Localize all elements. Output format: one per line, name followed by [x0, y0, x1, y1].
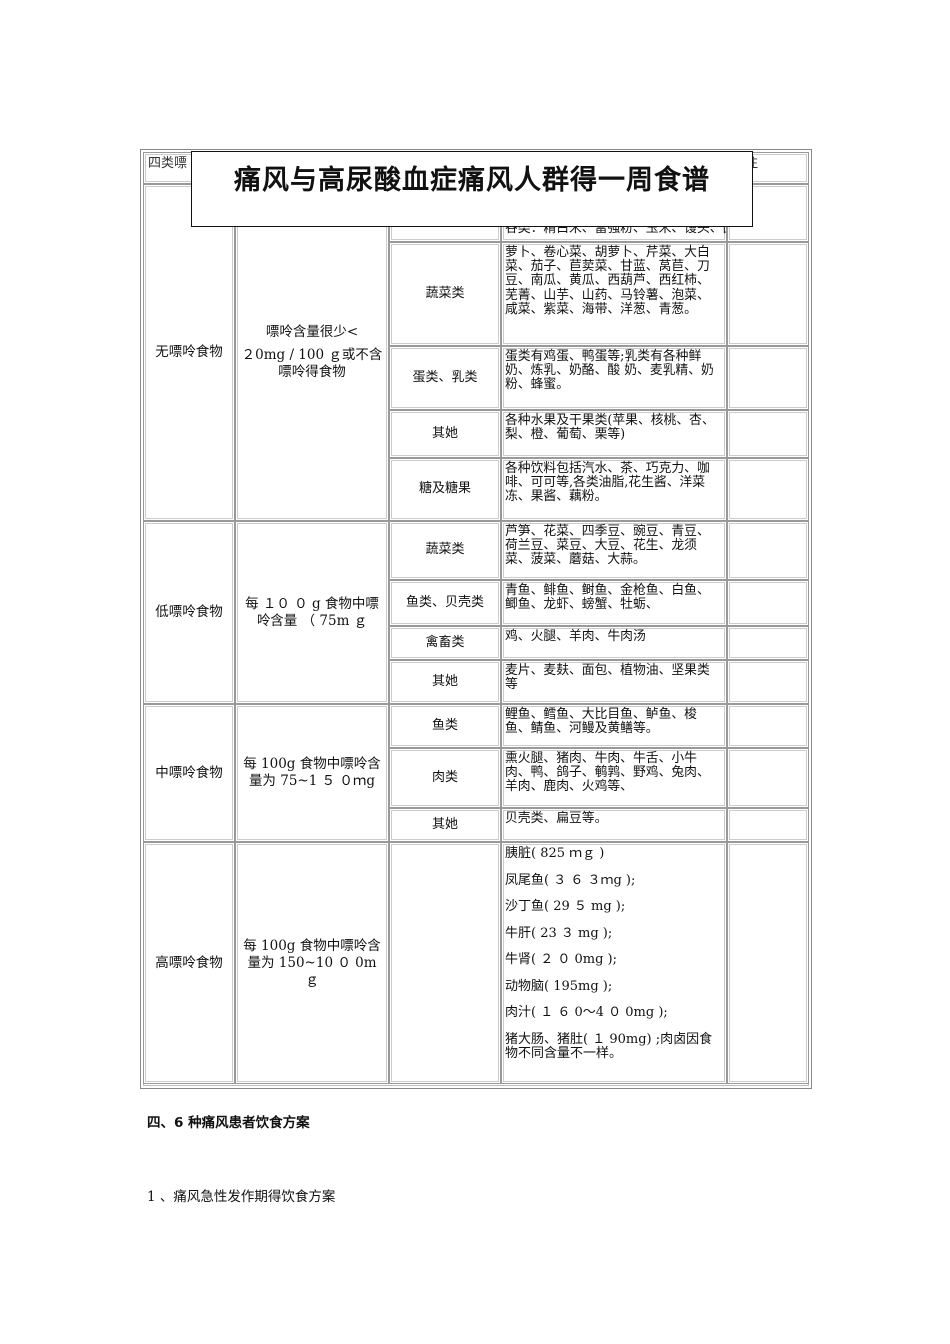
range-mid-text: 每 100g 食物中嘌呤含量为 75~1 ５ ０ｍg	[243, 756, 381, 789]
row-sugar-type-label: 糖及糖果	[418, 481, 471, 497]
row-poultry-foods: 鸡、火腿、羊肉、牛肉汤	[501, 626, 727, 660]
high-food-item: 猪大肠、猪肚( １ 90mg) ;肉卤因食物不同含量不一样。	[505, 1031, 713, 1061]
high-food-item: 牛肝( 23 ３ mg );	[505, 925, 613, 941]
high-food-item: 沙丁鱼( 29 ５ mg );	[505, 899, 626, 914]
row-low-veg-foods: 芦笋、花菜、四季豆、豌豆、青豆、荷兰豆、菜豆、大豆、花生、龙须菜、菠菜、蘑菇、大…	[501, 521, 727, 580]
row-low-other-foods: 麦片、麦麸、面包、植物油、坚果类等	[501, 660, 727, 704]
row-mid-other-type-label: 其她	[431, 816, 458, 832]
page-title: 痛风与高尿酸血症痛风人群得一周食谱	[234, 165, 710, 196]
row-none-veg-note	[727, 242, 809, 346]
row-fish-shell-note	[727, 580, 809, 626]
row-low-veg-foods-text: 芦笋、花菜、四季豆、豌豆、青豆、荷兰豆、菜豆、大豆、花生、龙须菜、菠菜、蘑菇、大…	[505, 524, 710, 568]
row-meat-note	[727, 748, 809, 808]
row-sugar-foods: 各种饮料包括汽水、茶、巧克力、咖啡、可可等,各类油脂,花生酱、洋菜冻、果酱、藕粉…	[501, 458, 727, 521]
row-egg-type: 蛋类、乳类	[389, 346, 501, 410]
category-none: 无嘌呤食物	[143, 184, 235, 521]
high-food-item: 牛肾( ２ ０ 0mg );	[505, 952, 617, 967]
row-low-veg-note	[727, 521, 809, 580]
row-poultry-type-label: 禽畜类	[425, 634, 465, 650]
row-mid-other-note	[727, 808, 809, 842]
row-none-other-type-label: 其她	[431, 425, 458, 441]
subsection-heading: 1 、痛风急性发作期得饮食方案	[147, 1189, 336, 1205]
row-mid-fish-foods: 鲤鱼、鳕鱼、大比目鱼、鲈鱼、梭鱼、鲭鱼、河鳗及黄鳝等。	[501, 704, 727, 748]
category-none-label: 无嘌呤食物	[155, 344, 223, 361]
row-none-veg-type: 蔬菜类	[389, 242, 501, 346]
range-none: 嘌呤含量很少< ２0mg / 100 ｇ或不含嘌呤得食物	[235, 184, 389, 521]
purine-table: 四类嘌 备注 无嘌呤食物 嘌呤含量很少< ２0mg / 100 ｇ或不含嘌呤得食…	[140, 149, 812, 1089]
row-poultry-type: 禽畜类	[389, 626, 501, 660]
row-meat-foods-text: 熏火腿、猪肉、牛肉、牛舌、小牛肉、鸭、鸽子、鹌鹑、野鸡、兔肉、羊肉、鹿肉、火鸡等…	[505, 751, 710, 795]
row-none-other-foods-text: 各种水果及干果类(苹果、核桃、杏、梨、橙、葡萄、栗等)	[505, 413, 715, 443]
row-mid-other-foods-text: 贝壳类、扁豆等。	[505, 811, 608, 826]
title-overlay: 痛风与高尿酸血症痛风人群得一周食谱	[191, 151, 753, 227]
row-poultry-foods-text: 鸡、火腿、羊肉、牛肉汤	[505, 629, 646, 644]
row-fish-shell-foods-text: 青鱼、鲱鱼、鲥鱼、金枪鱼、白鱼、鲫鱼、龙虾、螃蟹、牡蛎、	[505, 583, 710, 613]
row-poultry-note	[727, 626, 809, 660]
row-meat-foods: 熏火腿、猪肉、牛肉、牛舌、小牛肉、鸭、鸽子、鹌鹑、野鸡、兔肉、羊肉、鹿肉、火鸡等…	[501, 748, 727, 808]
row-egg-note	[727, 346, 809, 410]
category-high: 高嘌呤食物	[143, 842, 235, 1084]
row-meat-type: 肉类	[389, 748, 501, 808]
high-food-item: 凤尾鱼( ３ ６ ３ｍg );	[505, 872, 636, 888]
high-food-item: 肉汁( １ ６ 0～4 ０ 0mg );	[505, 1005, 668, 1020]
row-meat-type-label: 肉类	[431, 769, 458, 785]
row-low-other-type: 其她	[389, 660, 501, 704]
row-none-other-foods: 各种水果及干果类(苹果、核桃、杏、梨、橙、葡萄、栗等)	[501, 410, 727, 458]
row-mid-fish-type-label: 鱼类	[431, 717, 458, 733]
row-sugar-type: 糖及糖果	[389, 458, 501, 521]
row-sugar-foods-text: 各种饮料包括汽水、茶、巧克力、咖啡、可可等,各类油脂,花生酱、洋菜冻、果酱、藕粉…	[505, 461, 710, 505]
row-egg-foods: 蛋类有鸡蛋、鸭蛋等;乳类有各种鲜奶、炼乳、奶酪、酸 奶、麦乳精、奶粉、蜂蜜。	[501, 346, 727, 410]
high-food-item: 胰脏( 825 ｍｇ )	[505, 846, 605, 861]
row-low-other-type-label: 其她	[431, 673, 458, 689]
row-low-veg-type: 蔬菜类	[389, 521, 501, 580]
row-high-foods: 胰脏( 825 ｍｇ ) 凤尾鱼( ３ ６ ３ｍg ); 沙丁鱼( 29 ５ m…	[501, 842, 727, 1084]
row-mid-fish-type: 鱼类	[389, 704, 501, 748]
row-none-other-note	[727, 410, 809, 458]
row-sugar-note	[727, 458, 809, 521]
range-none-line1: 嘌呤含量很少<	[265, 324, 359, 340]
range-high: 每 100g 食物中嘌呤含量为 150~10 ０ 0m ｇ	[235, 842, 389, 1084]
range-low-text: 每 １０ ０ g 食物中嘌呤含量 （ 75m ｇ	[245, 595, 379, 629]
row-mid-fish-foods-text: 鲤鱼、鳕鱼、大比目鱼、鲈鱼、梭鱼、鲭鱼、河鳗及黄鳝等。	[505, 707, 697, 737]
row-high-note	[727, 842, 809, 1084]
category-low: 低嘌呤食物	[143, 521, 235, 704]
category-high-label: 高嘌呤食物	[155, 954, 223, 971]
category-mid: 中嘌呤食物	[143, 704, 235, 842]
row-fish-shell-type: 鱼类、贝壳类	[389, 580, 501, 626]
row-mid-other-type: 其她	[389, 808, 501, 842]
high-food-item: 动物脑( 195mg );	[505, 978, 613, 994]
row-none-veg-foods-text: 萝卜、卷心菜、胡萝卜、芹菜、大白菜、茄子、苣荬菜、甘蓝、莴苣、刀豆、南瓜、黄瓜、…	[505, 245, 710, 317]
range-mid: 每 100g 食物中嘌呤含量为 75~1 ５ ０ｍg	[235, 704, 389, 842]
row-low-other-foods-text: 麦片、麦麸、面包、植物油、坚果类等	[505, 663, 710, 693]
category-low-label: 低嘌呤食物	[155, 604, 223, 621]
section-heading: 四、6 种痛风患者饮食方案	[147, 1115, 310, 1131]
row-fish-shell-type-label: 鱼类、贝壳类	[405, 594, 484, 610]
row-mid-fish-note	[727, 704, 809, 748]
row-egg-type-label: 蛋类、乳类	[412, 369, 478, 385]
row-none-veg-foods: 萝卜、卷心菜、胡萝卜、芹菜、大白菜、茄子、苣荬菜、甘蓝、莴苣、刀豆、南瓜、黄瓜、…	[501, 242, 727, 346]
header-left: 四类嘌	[148, 156, 188, 171]
row-high-type	[389, 842, 501, 1084]
row-low-veg-type-label: 蔬菜类	[425, 542, 465, 558]
category-mid-label: 中嘌呤食物	[155, 764, 223, 781]
row-fish-shell-foods: 青鱼、鲱鱼、鲥鱼、金枪鱼、白鱼、鲫鱼、龙虾、螃蟹、牡蛎、	[501, 580, 727, 626]
row-low-other-note	[727, 660, 809, 704]
row-none-veg-type-label: 蔬菜类	[425, 285, 465, 301]
range-low: 每 １０ ０ g 食物中嘌呤含量 （ 75m ｇ	[235, 521, 389, 704]
range-none-line2: ２0mg / 100 ｇ或不含嘌呤得食物	[241, 347, 383, 380]
row-none-other-type: 其她	[389, 410, 501, 458]
row-mid-other-foods: 贝壳类、扁豆等。	[501, 808, 727, 842]
range-high-text: 每 100g 食物中嘌呤含量为 150~10 ０ 0m ｇ	[243, 937, 381, 988]
row-egg-foods-text: 蛋类有鸡蛋、鸭蛋等;乳类有各种鲜奶、炼乳、奶酪、酸 奶、麦乳精、奶粉、蜂蜜。	[505, 349, 714, 393]
